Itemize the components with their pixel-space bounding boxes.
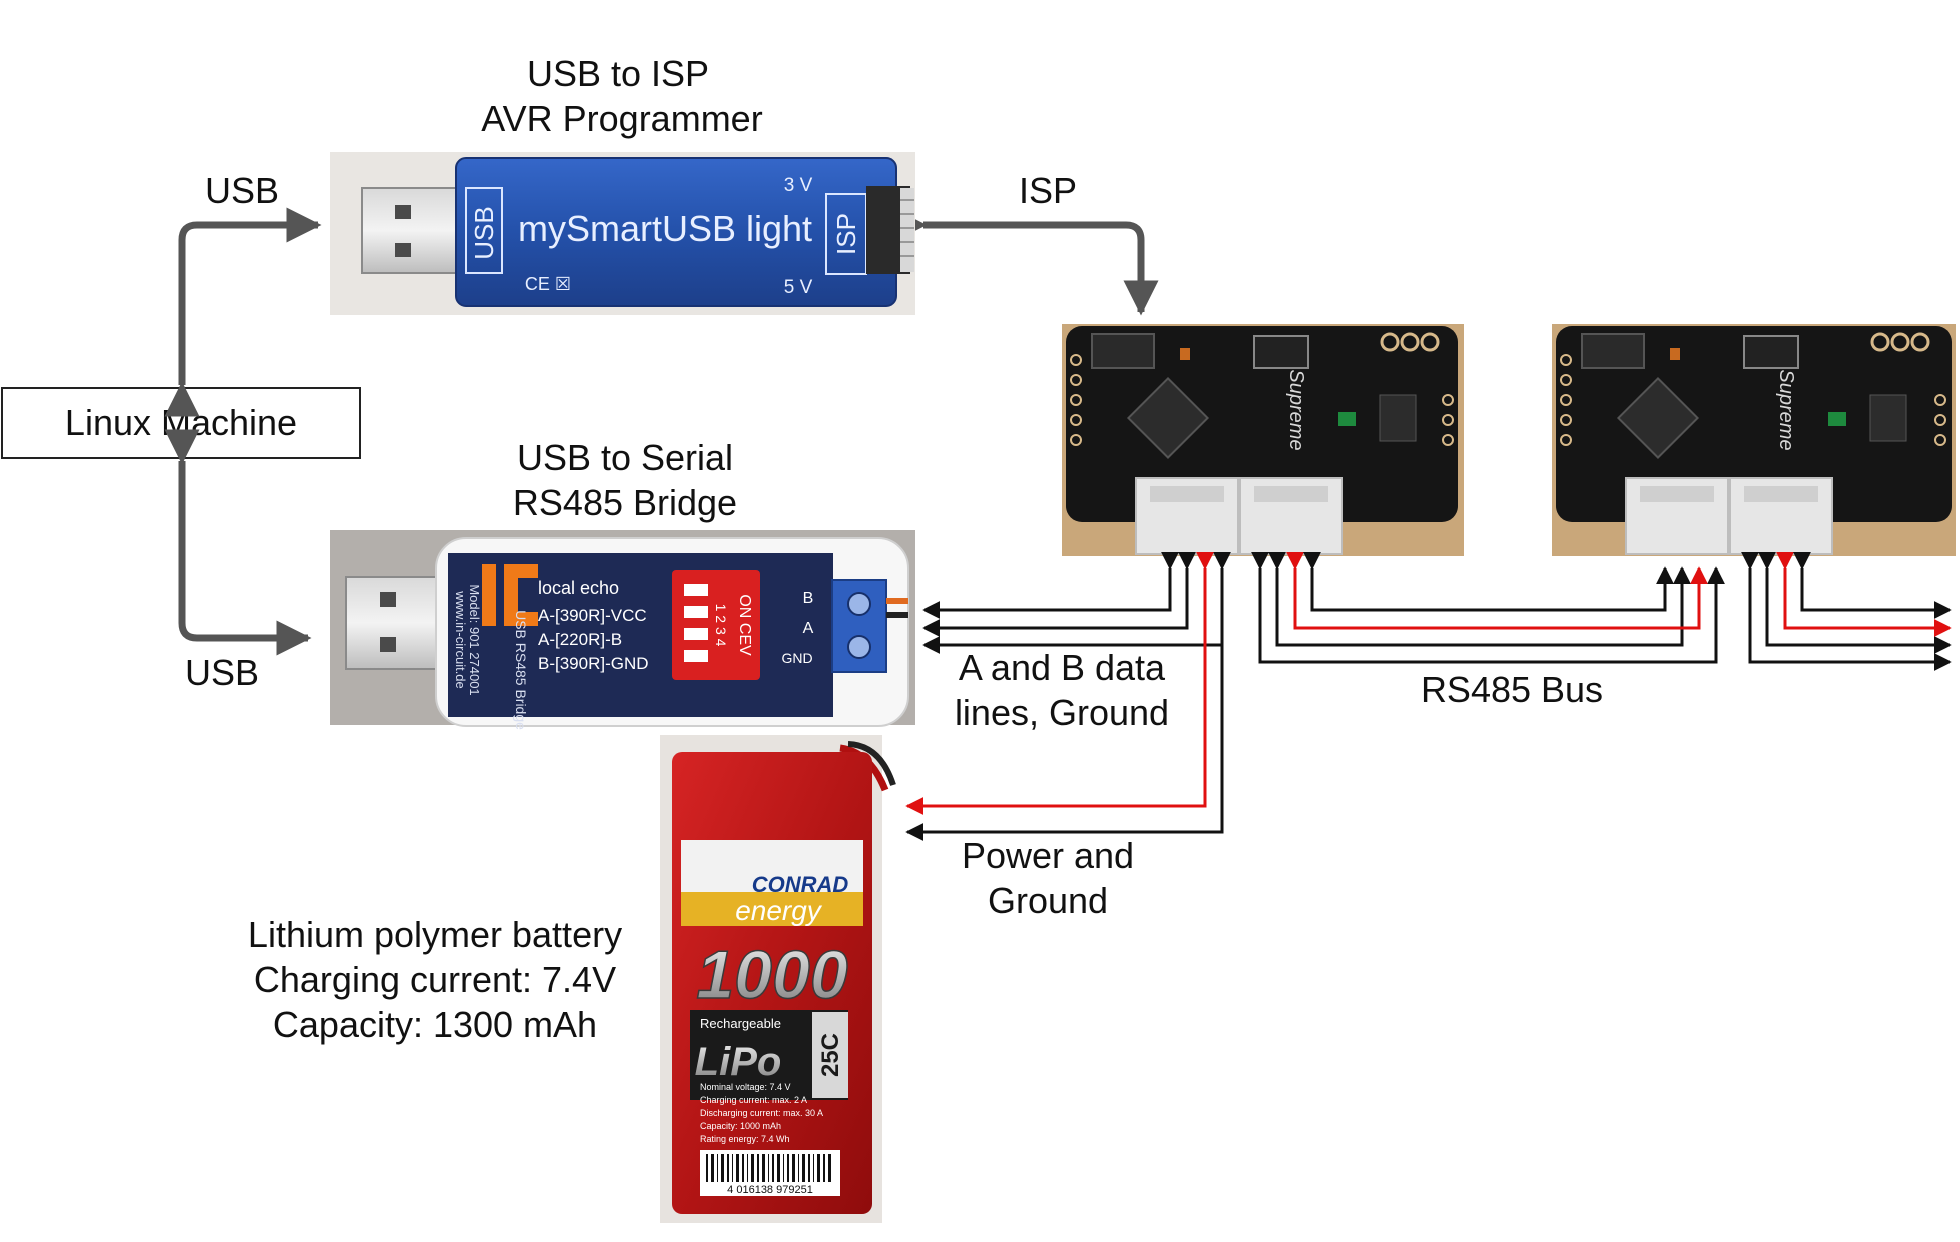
battery-spec-5: Rating energy: 7.4 Wh xyxy=(700,1134,790,1144)
linux-machine-label: Linux Machine xyxy=(65,402,297,443)
power-label-line2: Ground xyxy=(988,880,1108,921)
programmer-title-line2: AVR Programmer xyxy=(481,98,762,139)
bridge-local-echo: local echo xyxy=(538,578,619,598)
linux-machine-node: Linux Machine xyxy=(2,388,360,458)
bridge-switch-label: ON CEV xyxy=(736,594,753,656)
battery-desc-line2: Charging current: 7.4V xyxy=(254,959,616,1000)
bridge-terminal-b: B xyxy=(803,590,814,607)
isp-label: ISP xyxy=(1019,170,1077,211)
bridge-terminal-gnd: GND xyxy=(781,650,812,666)
battery-desc-line3: Capacity: 1300 mAh xyxy=(273,1004,597,1045)
battery-capacity-big: 1000 xyxy=(696,937,847,1013)
isp-link xyxy=(923,225,1141,312)
battery-lipo: LiPo xyxy=(695,1040,782,1084)
bridge-title-line1: USB to Serial xyxy=(517,437,733,478)
bridge-row-gnd: B-[390R]-GND xyxy=(538,654,649,673)
usb-programmer-link xyxy=(182,225,318,385)
battery-rechargeable: Rechargeable xyxy=(700,1016,781,1031)
rs485-bus-continuation xyxy=(1750,568,1950,662)
bridge-dip-switch: ON CEV 1 2 3 4 xyxy=(672,570,760,680)
battery-spec-4: Capacity: 1000 mAh xyxy=(700,1121,781,1131)
bridge-url: www.in-circuit.de xyxy=(453,590,468,689)
usb-isp-programmer: USB mySmartUSB light 3 V 5 V CE ☒ ISP xyxy=(330,152,915,315)
programmer-ce-mark: CE ☒ xyxy=(525,274,571,294)
power-label-line1: Power and xyxy=(962,835,1134,876)
rs485-bus-lines xyxy=(1260,568,1716,662)
programmer-ribbon-cable xyxy=(866,186,914,274)
programmer-3v: 3 V xyxy=(784,175,813,196)
bridge-row-b: A-[220R]-B xyxy=(538,630,622,649)
battery-barcode: 4 016138 979251 xyxy=(700,1150,840,1196)
rs485-node-board-2: Supreme xyxy=(1552,324,1956,556)
bridge-terminal-a: A xyxy=(803,620,814,637)
usb-bridge-link xyxy=(182,461,308,638)
bridge-model: Model: 901 274001 xyxy=(467,584,482,695)
bridge-title-line2: RS485 Bridge xyxy=(513,482,737,523)
battery-desc-line1: Lithium polymer battery xyxy=(248,914,622,955)
bridge-switch-numbers: 1 2 3 4 xyxy=(713,604,729,647)
bridge-side-text: USB RS485 Bridge xyxy=(513,610,529,730)
battery-brand: CONRAD xyxy=(752,872,849,897)
battery-barcode-number: 4 016138 979251 xyxy=(727,1184,813,1196)
board-1-silk: Supreme xyxy=(1285,369,1307,450)
battery-energy: energy xyxy=(735,895,823,926)
programmer-5v: 5 V xyxy=(784,277,813,298)
rs485-bus-label: RS485 Bus xyxy=(1421,669,1603,710)
bridge-row-vcc: A-[390R]-VCC xyxy=(538,606,647,625)
board-2-silk: Supreme xyxy=(1775,369,1797,450)
programmer-usb-plug xyxy=(362,188,462,273)
rs485-node-board-1: Supreme xyxy=(1062,324,1464,556)
ab-lines-label-line2: lines, Ground xyxy=(955,692,1169,733)
bridge-usb-plug xyxy=(346,577,446,669)
usb-label-bottom: USB xyxy=(185,652,259,693)
battery-spec-1: Nominal voltage: 7.4 V xyxy=(700,1082,791,1092)
programmer-isp-tag: ISP xyxy=(831,213,861,255)
battery-spec-3: Discharging current: max. 30 A xyxy=(700,1108,823,1118)
programmer-brand: mySmartUSB light xyxy=(518,208,812,249)
usb-label-top: USB xyxy=(205,170,279,211)
programmer-title-line1: USB to ISP xyxy=(527,53,709,94)
battery-spec-2: Charging current: max. 2 A xyxy=(700,1095,807,1105)
data-lines-to-bridge xyxy=(924,568,1222,645)
lipo-battery: CONRAD energy 1000 Rechargeable LiPo 25C… xyxy=(660,735,893,1223)
battery-rating: 25C xyxy=(817,1033,844,1077)
usb-rs485-bridge: Model: 901 274001 www.in-circuit.de USB … xyxy=(330,530,915,730)
programmer-usb-tag: USB xyxy=(469,206,499,259)
ab-lines-label-line1: A and B data xyxy=(959,647,1166,688)
